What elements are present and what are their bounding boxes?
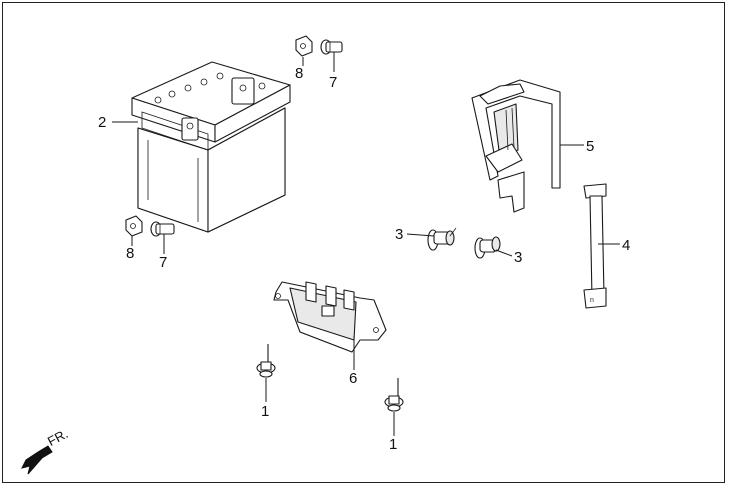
battery-strap-icon: n — [583, 183, 607, 309]
svg-text:n: n — [590, 297, 594, 304]
callout-battery: 2 — [98, 114, 107, 131]
battery-icon — [131, 61, 291, 233]
battery-tray-icon — [273, 281, 387, 353]
rubber-damper-icon — [474, 236, 501, 259]
flange-bolt-icon — [384, 378, 404, 412]
callout-flange-bolt: 1 — [261, 403, 270, 420]
callout-terminal-bolt: 7 — [329, 74, 338, 91]
rubber-damper-icon — [427, 227, 457, 251]
terminal-bolt-icon — [320, 39, 343, 55]
callout-terminal-nut: 8 — [126, 245, 135, 262]
callout-damper: 3 — [514, 249, 523, 266]
diagram-frame — [2, 2, 725, 483]
callout-terminal-bolt: 7 — [159, 254, 168, 271]
callout-bracket: 5 — [586, 138, 595, 155]
front-arrow-icon — [21, 445, 53, 475]
callout-terminal-nut: 8 — [295, 65, 304, 82]
callout-tray: 6 — [349, 370, 358, 387]
callout-strap: 4 — [622, 237, 631, 254]
leader-lines — [112, 52, 620, 436]
flange-bolt-icon — [256, 344, 276, 378]
terminal-nut-icon — [295, 35, 313, 57]
terminal-bolt-icon — [150, 221, 175, 237]
callout-flange-bolt: 1 — [389, 436, 398, 453]
terminal-nut-icon — [125, 215, 143, 237]
callout-damper: 3 — [395, 226, 404, 243]
battery-holder-bracket-icon — [471, 79, 561, 213]
